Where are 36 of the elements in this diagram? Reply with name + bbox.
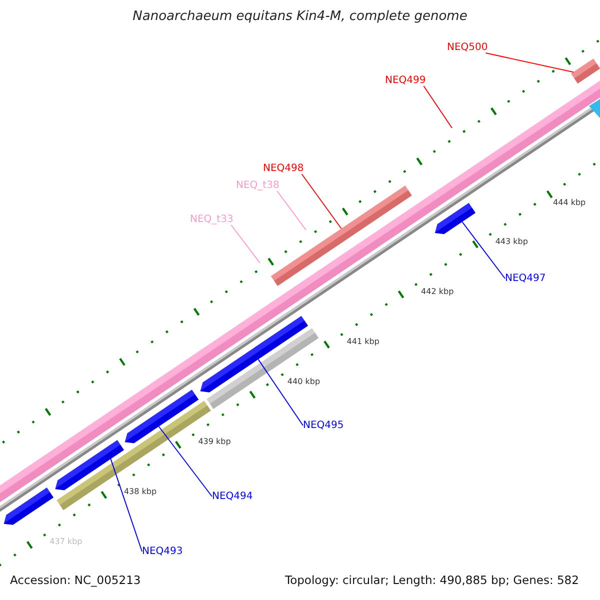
gene-label: NEQ500 xyxy=(447,42,488,53)
leader-line xyxy=(230,224,260,264)
tick-label: 437 kbp xyxy=(50,538,82,548)
footer-text: Accession: NC_005213 xyxy=(10,574,141,587)
tick-label: 443 kbp xyxy=(495,238,528,247)
gene-feature xyxy=(55,440,124,490)
gene-label: NEQ_t33 xyxy=(190,214,234,225)
gene-feature xyxy=(206,328,319,409)
gene-label: NEQ494 xyxy=(212,491,253,502)
leader-line xyxy=(423,86,452,128)
leader-line xyxy=(158,426,212,497)
gene-feature xyxy=(589,99,600,118)
gene-label: NEQ498 xyxy=(263,163,304,174)
tick-label: 440 kbp xyxy=(287,378,320,387)
leader-line xyxy=(276,190,306,230)
leader-line xyxy=(258,358,304,426)
leader-line xyxy=(462,221,506,279)
tick-label: 442 kbp xyxy=(421,288,454,297)
footer-text: Topology: circular; Length: 490,885 bp; Genes: 582 xyxy=(285,574,579,587)
gene-feature xyxy=(4,488,54,525)
leader-line xyxy=(485,52,574,73)
gene-label: NEQ495 xyxy=(303,420,344,431)
gene-feature xyxy=(571,58,600,84)
gene-label: NEQ_t38 xyxy=(236,180,280,191)
tick-label: 438 kbp xyxy=(124,488,157,497)
leader-line xyxy=(301,174,342,230)
leader-line xyxy=(110,458,142,552)
gene-feature xyxy=(434,202,476,234)
gene-label: NEQ497 xyxy=(505,273,546,284)
tick-label: 439 kbp xyxy=(198,438,231,447)
gene-feature xyxy=(124,390,199,444)
chart-title: Nanoarchaeum equitans Kin4-M, complete genome xyxy=(132,10,468,24)
tick-label: 441 kbp xyxy=(346,338,380,347)
gene-label: NEQ493 xyxy=(142,546,183,557)
gene-label: NEQ499 xyxy=(385,75,426,86)
tick-label: 444 kbp xyxy=(553,198,586,208)
